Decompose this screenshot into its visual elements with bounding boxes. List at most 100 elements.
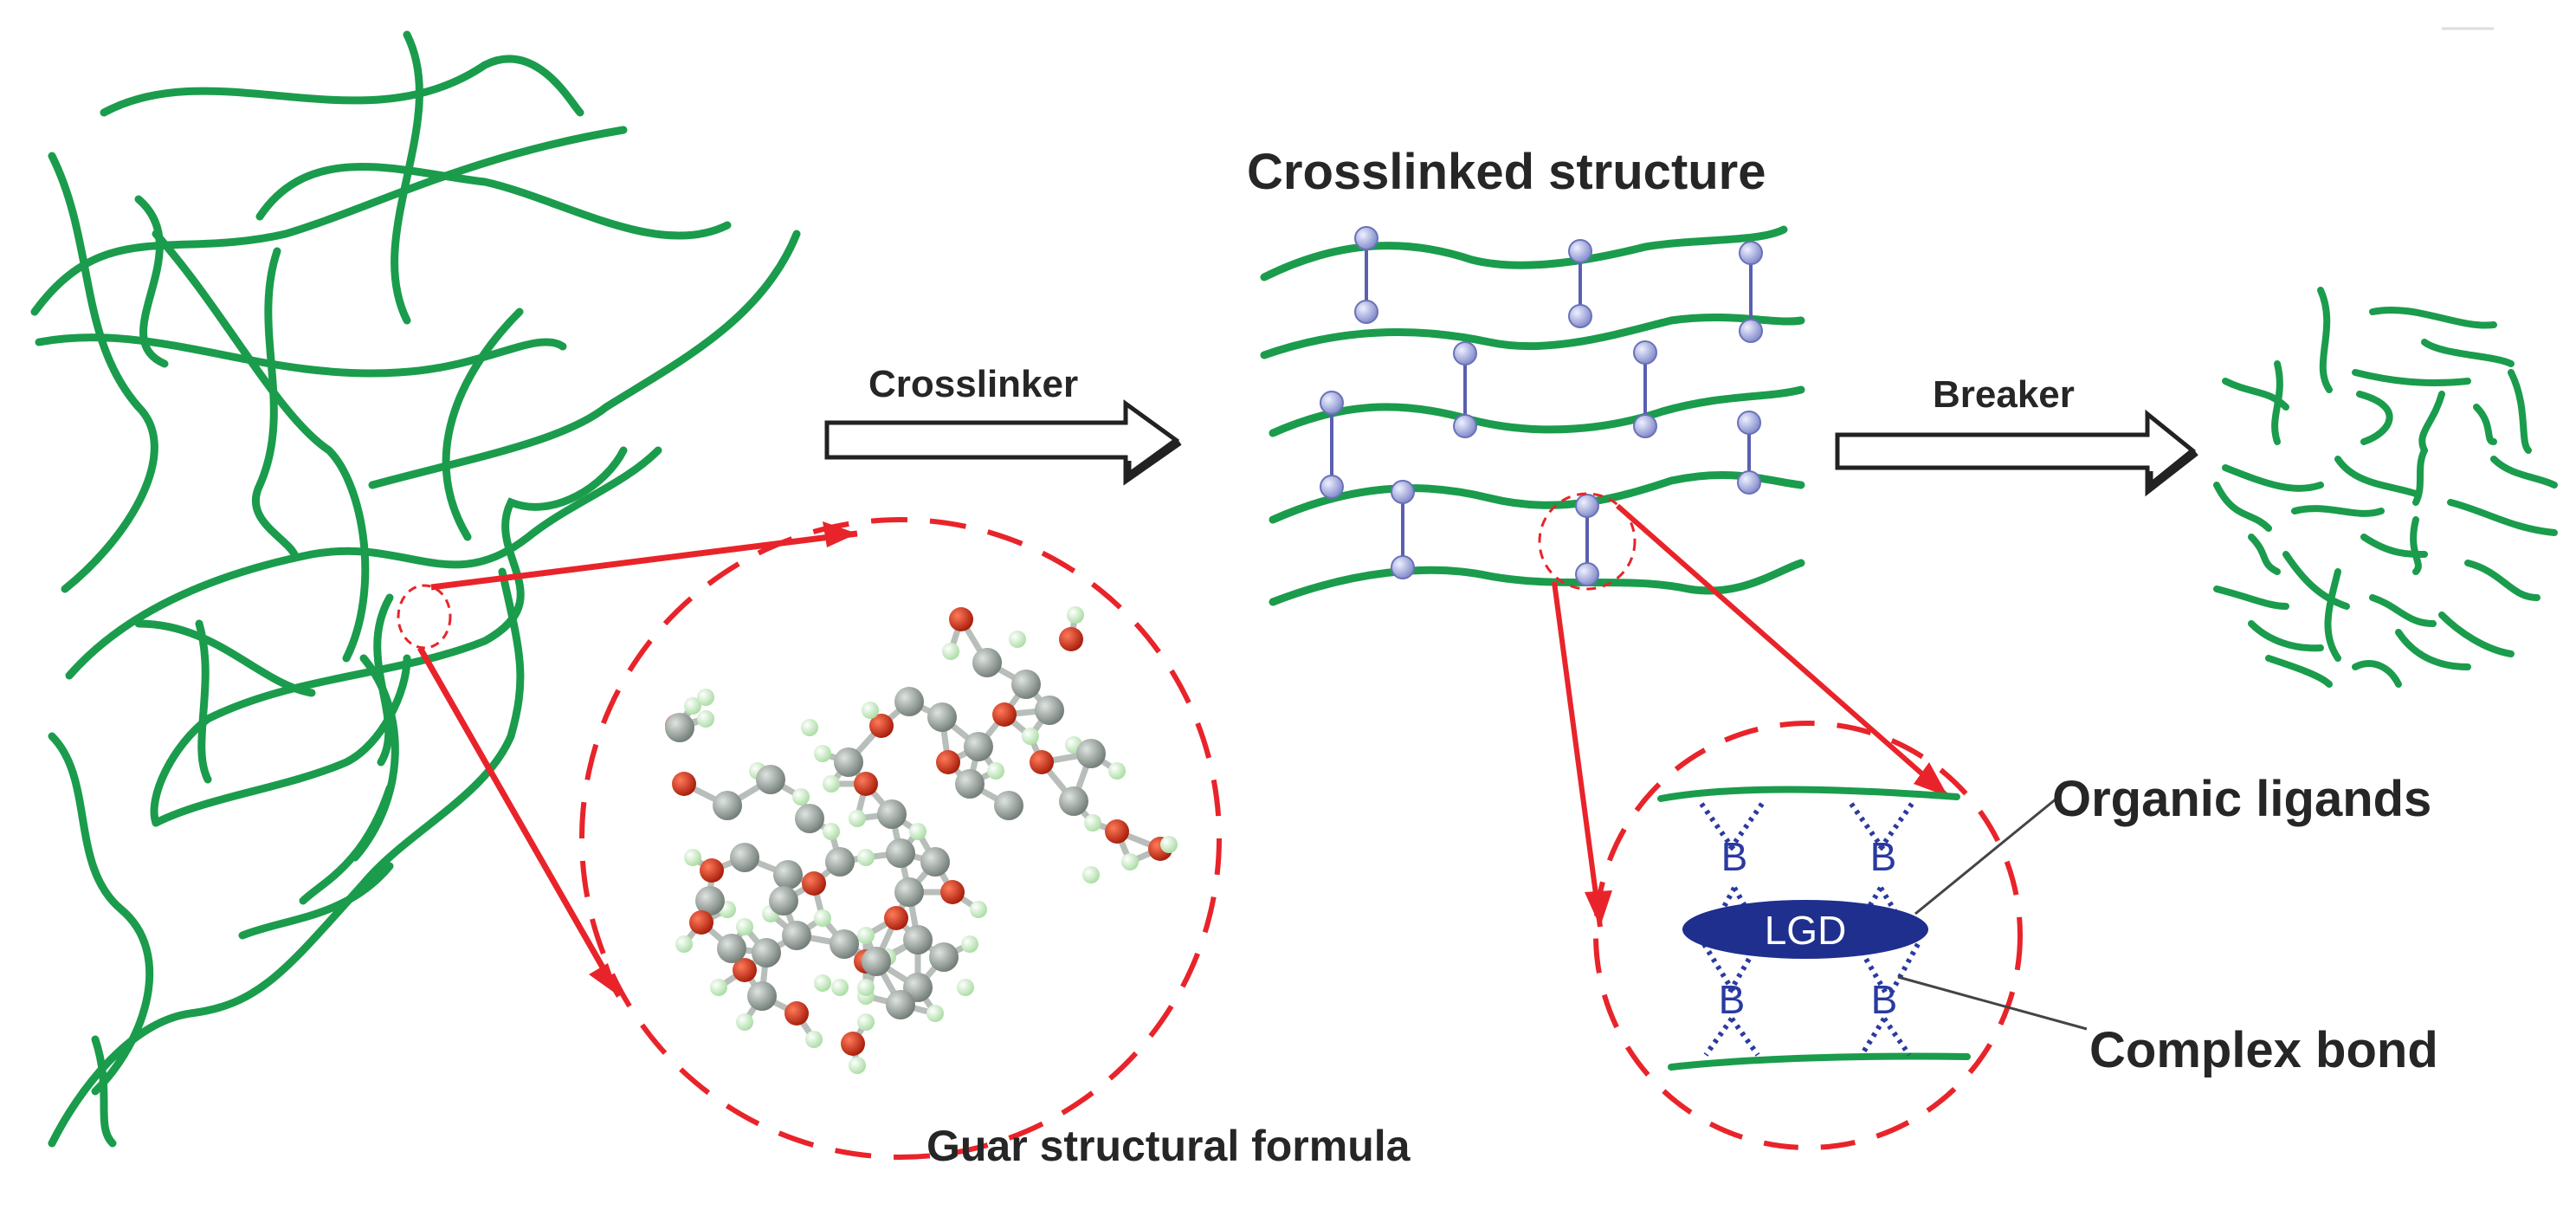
crosslinker-label: Crosslinker [868, 363, 1078, 405]
carbon-atom [920, 847, 950, 877]
crosslink-bonds [1320, 226, 1763, 586]
carbon-atom [825, 847, 855, 877]
crosslink-magnifier: B B B B LGD [1593, 721, 2088, 1150]
carbon-atom [955, 769, 985, 799]
crosslink-node [1320, 391, 1344, 415]
crosslink-node [1568, 239, 1592, 263]
carbon-atom [927, 702, 957, 732]
crosslink-node [1354, 300, 1378, 324]
carbon-atom [769, 886, 798, 916]
carbon-atom [665, 713, 694, 742]
boron-atom-lower-right: B [1871, 977, 1898, 1022]
hydrogen-atom [862, 702, 879, 719]
carbon-atom [1011, 670, 1041, 699]
hydrogen-atom [736, 1013, 753, 1031]
hydrogen-atom [987, 762, 1004, 780]
crosslink-node [1633, 340, 1657, 365]
carbon-atom [903, 925, 933, 954]
oxygen-atom [884, 906, 908, 930]
hydrogen-atom [1022, 728, 1039, 745]
hydrogen-atom [814, 909, 831, 927]
hydrogen-atom [684, 697, 701, 715]
upper-guar-chain [1657, 786, 1960, 802]
crosslink-node [1633, 414, 1657, 438]
guar-magnifier-circle [579, 517, 1222, 1160]
carbon-atom [1076, 739, 1106, 768]
crosslink-node [1737, 411, 1761, 435]
hydrogen-atom [697, 689, 714, 706]
carbon-atom [782, 921, 811, 950]
oxygen-atom [700, 858, 724, 883]
crosslink-node [1568, 304, 1592, 328]
hydrogen-atom [831, 979, 849, 996]
hydrogen-atom [1009, 631, 1026, 648]
oxygen-atom [1030, 750, 1054, 774]
guar-polymer-network [30, 30, 801, 1148]
oxygen-atom [1059, 627, 1083, 651]
oxygen-atom [1105, 819, 1129, 844]
crosslinked-structure-title: Crosslinked structure [1247, 144, 1766, 200]
carbon-atom [795, 804, 824, 833]
organic-ligands-leader [1914, 797, 2057, 916]
oxygen-atom [936, 750, 960, 774]
hydrogen-atom [823, 823, 840, 840]
hydrogen-atom [857, 1013, 875, 1031]
oxygen-atom [784, 1001, 809, 1026]
carbon-atom [929, 942, 959, 972]
hydrogen-atom [792, 788, 810, 806]
hydrogen-atom [823, 775, 840, 793]
guar-structural-formula [579, 517, 1222, 1160]
crosslink-magnifier-circle [1593, 721, 2023, 1150]
carbon-atom [886, 990, 915, 1019]
hydrogen-atom [805, 1031, 823, 1048]
carbon-atom [877, 799, 907, 829]
carbon-atom [773, 860, 803, 890]
organic-ligands-label: Organic ligands [2052, 771, 2431, 827]
hydrogen-atom [970, 901, 987, 918]
hydrogen-atom [961, 935, 978, 953]
breaker-arrow [1835, 409, 2198, 497]
carbon-atom [994, 791, 1023, 820]
hydrogen-atom [801, 719, 818, 736]
carbon-atom [752, 938, 781, 967]
oxygen-atom [841, 1032, 865, 1056]
oxygen-atom [672, 772, 696, 796]
crosslink-node [1739, 319, 1763, 343]
carbon-atom [713, 791, 742, 820]
hydrogen-atom [857, 979, 875, 996]
carbon-atom [747, 981, 777, 1011]
complex-bond-leader [1897, 975, 2088, 1031]
crosslinked-structure [1260, 225, 1805, 606]
broken-polymer-fragments [2213, 287, 2558, 688]
carbon-atom [886, 838, 915, 868]
hydrogen-atom [1160, 836, 1178, 853]
carbon-atom [1059, 786, 1088, 816]
hydrogen-atom [857, 849, 875, 866]
breaker-label: Breaker [1933, 373, 2075, 416]
hydrogen-atom [814, 745, 831, 762]
crosslink-node [1391, 480, 1415, 504]
hydrogen-atom [857, 927, 875, 944]
oxygen-atom [802, 871, 826, 896]
crosslink-selection [1538, 492, 1637, 591]
oxygen-atom [869, 714, 894, 738]
oxygen-atom [940, 880, 965, 904]
crosslinked-chains [1260, 225, 1805, 606]
crosslinker-arrow [824, 399, 1182, 486]
hydrogen-atom [849, 1057, 866, 1074]
hydrogen-atom [710, 979, 727, 996]
boron-atom-lower-left: B [1719, 977, 1746, 1022]
carbon-atom [730, 843, 759, 872]
carbon-atom [717, 934, 746, 963]
hydrogen-atom [814, 974, 831, 992]
hydrogen-atom [1084, 814, 1101, 831]
hydrogen-atom [1121, 853, 1139, 870]
guar-molecule-model [665, 606, 1178, 1074]
hydrogen-atom [1067, 606, 1084, 624]
crosslink-node [1575, 494, 1599, 518]
crosslink-node [1737, 470, 1761, 495]
hydrogen-atom [697, 710, 714, 728]
lower-guar-chain [1668, 1052, 1971, 1071]
hydrogen-atom [736, 918, 753, 935]
